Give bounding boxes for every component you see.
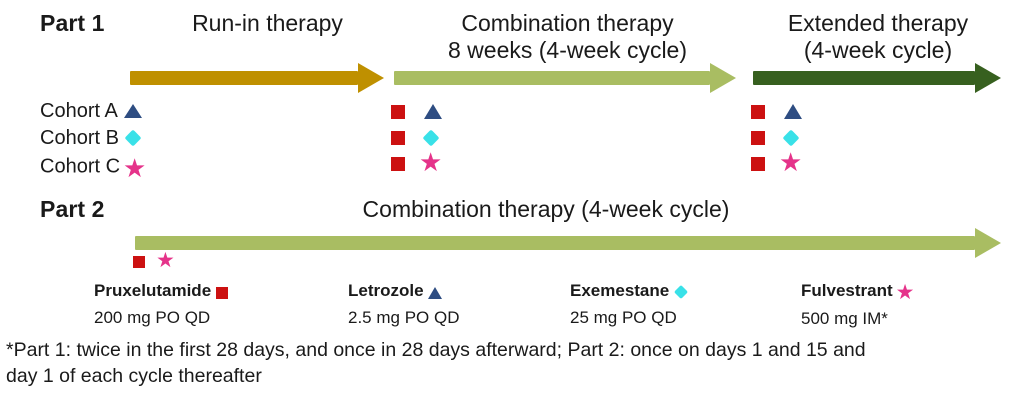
phase-title-combination-line2: 8 weeks (4-week cycle) (447, 36, 688, 63)
part2-phase-title: Combination therapy (4-week cycle) (362, 196, 730, 222)
drug-legend-pruxelutamide: Pruxelutamide 200 mg PO QD (94, 281, 229, 328)
drug-name-pruxelutamide: Pruxelutamide (94, 281, 212, 300)
drug-name-letrozole: Letrozole (348, 281, 424, 300)
arrow-combination-head (710, 63, 736, 93)
drug-dose-pruxelutamide: 200 mg PO QD (94, 308, 211, 327)
cohort-a-extended-pruxelutamide-square-icon (751, 105, 765, 119)
cohort-row-c: Cohort C★ (40, 154, 147, 184)
cohort-b-label: Cohort B (40, 127, 119, 149)
phase-title-run-in-line1: Run-in therapy (192, 10, 343, 36)
drug-name-exemestane: Exemestane (570, 281, 670, 300)
arrow-run-in-bar (130, 71, 358, 85)
drug-name-row-fulvestrant: Fulvestrant★ (801, 280, 915, 305)
phase-title-extended-line2: (4-week cycle) (803, 36, 953, 63)
drug-name-row-pruxelutamide: Pruxelutamide (94, 281, 229, 301)
cohort-c-combination-pruxelutamide-square-icon (391, 157, 405, 171)
drug-dose-exemestane: 25 mg PO QD (570, 308, 677, 327)
cohort-c-extended-fulvestrant-star-icon: ★ (779, 148, 803, 178)
drug-fulvestrant-star-icon: ★ (895, 280, 915, 305)
cohort-a-combination-letrozole-triangle-icon (424, 104, 442, 119)
cohort-b-diamond-icon (124, 129, 142, 147)
cohort-c-extended-pruxelutamide-square-icon (751, 157, 765, 171)
drug-dose-fulvestrant: 500 mg IM* (801, 309, 888, 329)
phase-title-extended-line1: Extended therapy (787, 10, 969, 36)
arrow-part2-bar (135, 236, 975, 250)
cohort-b-combination-pruxelutamide-square-icon (391, 131, 405, 145)
cohort-b-combination-exemestane-diamond-icon (422, 129, 440, 147)
drug-name-fulvestrant: Fulvestrant (801, 281, 893, 300)
arrow-extended-head (975, 63, 1001, 93)
phase-title-combination: Combination therapy 8 weeks (4-week cycl… (395, 10, 740, 64)
cohort-a-extended-letrozole-triangle-icon (784, 104, 802, 119)
drug-letrozole-triangle-icon (427, 286, 442, 299)
arrow-extended (753, 62, 1001, 94)
arrow-combination-bar (394, 71, 710, 85)
drug-name-row-exemestane: Exemestane (570, 281, 689, 301)
part1-label: Part 1 (40, 10, 105, 36)
drug-pruxelutamide-square-icon (216, 286, 229, 299)
arrow-run-in-head (358, 63, 384, 93)
cohort-row-b: Cohort B (40, 127, 142, 150)
drug-legend-fulvestrant: Fulvestrant★ 500 mg IM* (801, 281, 914, 329)
drug-legend-exemestane: Exemestane 25 mg PO QD (570, 281, 689, 328)
drug-legend-letrozole: Letrozole 2.5 mg PO QD (348, 281, 459, 328)
cohort-c-label: Cohort C (40, 155, 121, 178)
drug-name-row-letrozole: Letrozole (348, 281, 459, 301)
cohort-c-combination-fulvestrant-star-icon: ★ (419, 148, 443, 178)
cohort-a-combination-pruxelutamide-square-icon (391, 105, 405, 119)
cohort-b-extended-pruxelutamide-square-icon (751, 131, 765, 145)
phase-title-run-in: Run-in therapy (155, 10, 380, 37)
phase-title-combination-line1: Combination therapy (461, 10, 674, 36)
arrow-run-in (130, 62, 384, 94)
arrow-part2-combination (135, 228, 1001, 258)
phase-title-extended: Extended therapy (4-week cycle) (752, 10, 1004, 64)
part2-pruxelutamide-square-icon (133, 256, 145, 268)
footnote: *Part 1: twice in the first 28 days, and… (6, 339, 866, 387)
arrow-combination (394, 62, 736, 94)
drug-exemestane-diamond-icon (674, 284, 689, 299)
cohort-b-extended-exemestane-diamond-icon (782, 129, 800, 147)
drug-dose-letrozole: 2.5 mg PO QD (348, 308, 460, 327)
part2-fulvestrant-star-icon: ★ (156, 248, 175, 272)
cohort-a-label: Cohort A (40, 100, 118, 122)
cohort-a-triangle-icon (123, 103, 142, 118)
part2-label: Part 2 (40, 196, 105, 222)
cohort-c-star-icon: ★ (123, 154, 147, 184)
arrow-part2-head (975, 228, 1001, 258)
arrow-extended-bar (753, 71, 975, 85)
cohort-row-a: Cohort A (40, 100, 142, 123)
